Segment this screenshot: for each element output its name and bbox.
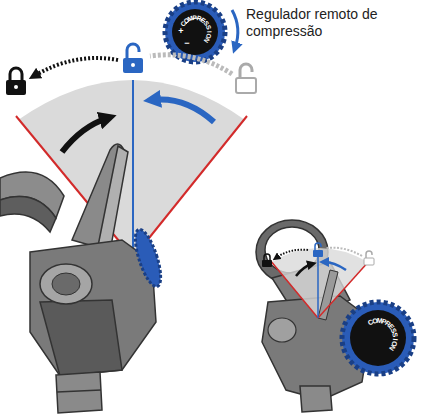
knob-symbol: −	[184, 39, 189, 48]
knob-symbol: +	[178, 27, 183, 36]
lock-keyhole	[14, 85, 18, 89]
travel-wedge	[272, 248, 368, 318]
dotted-arrow	[276, 250, 308, 258]
lock-arrow	[296, 264, 312, 276]
lock-shackle	[315, 243, 321, 250]
lock-keyhole	[131, 63, 135, 67]
center-line	[317, 256, 319, 318]
lock-shackle	[366, 251, 372, 258]
unlock-arrow	[324, 262, 346, 270]
cable-barrel	[40, 264, 92, 304]
lever-blade	[318, 270, 338, 320]
cable-port-band	[57, 390, 101, 392]
cable-port	[56, 372, 102, 413]
open-lock	[236, 64, 256, 93]
dashed-path	[326, 248, 362, 256]
open-lock	[364, 258, 374, 265]
dashed-path	[150, 55, 232, 74]
bar-clamp	[0, 197, 56, 232]
cable-barrel	[268, 318, 296, 342]
neutral-lock	[313, 250, 323, 257]
closed-lock	[6, 68, 26, 95]
lock-shackle	[264, 254, 270, 260]
side-knob	[130, 227, 166, 290]
neutral-lock	[123, 44, 143, 73]
knob-face	[172, 9, 218, 55]
lever-housing	[30, 240, 156, 376]
lock-body	[6, 80, 26, 95]
housing-face	[40, 300, 122, 376]
limit-line	[133, 116, 247, 258]
cable-barrel	[52, 273, 80, 295]
knob-ridge	[342, 302, 414, 374]
dotted-arrow	[34, 58, 118, 76]
part-label: Regulador remoto de compressão	[246, 6, 386, 40]
limit-line	[270, 260, 318, 318]
remote-lever-small	[256, 220, 414, 412]
center-line	[132, 80, 134, 258]
travel-wedge	[18, 80, 245, 258]
lock-body	[236, 78, 256, 93]
lock-arrow	[62, 118, 108, 152]
unlock-arrow	[152, 99, 214, 122]
lock-body	[123, 58, 143, 73]
lever-blade	[98, 146, 128, 252]
lock-shackle	[127, 44, 139, 58]
closed-lock	[262, 260, 272, 267]
lock-shackle	[10, 68, 22, 80]
lock-shackle	[240, 64, 252, 78]
remote-lever	[0, 144, 166, 413]
turn-arrow	[232, 10, 238, 48]
knob-face	[350, 310, 406, 366]
cable-port	[300, 386, 332, 412]
